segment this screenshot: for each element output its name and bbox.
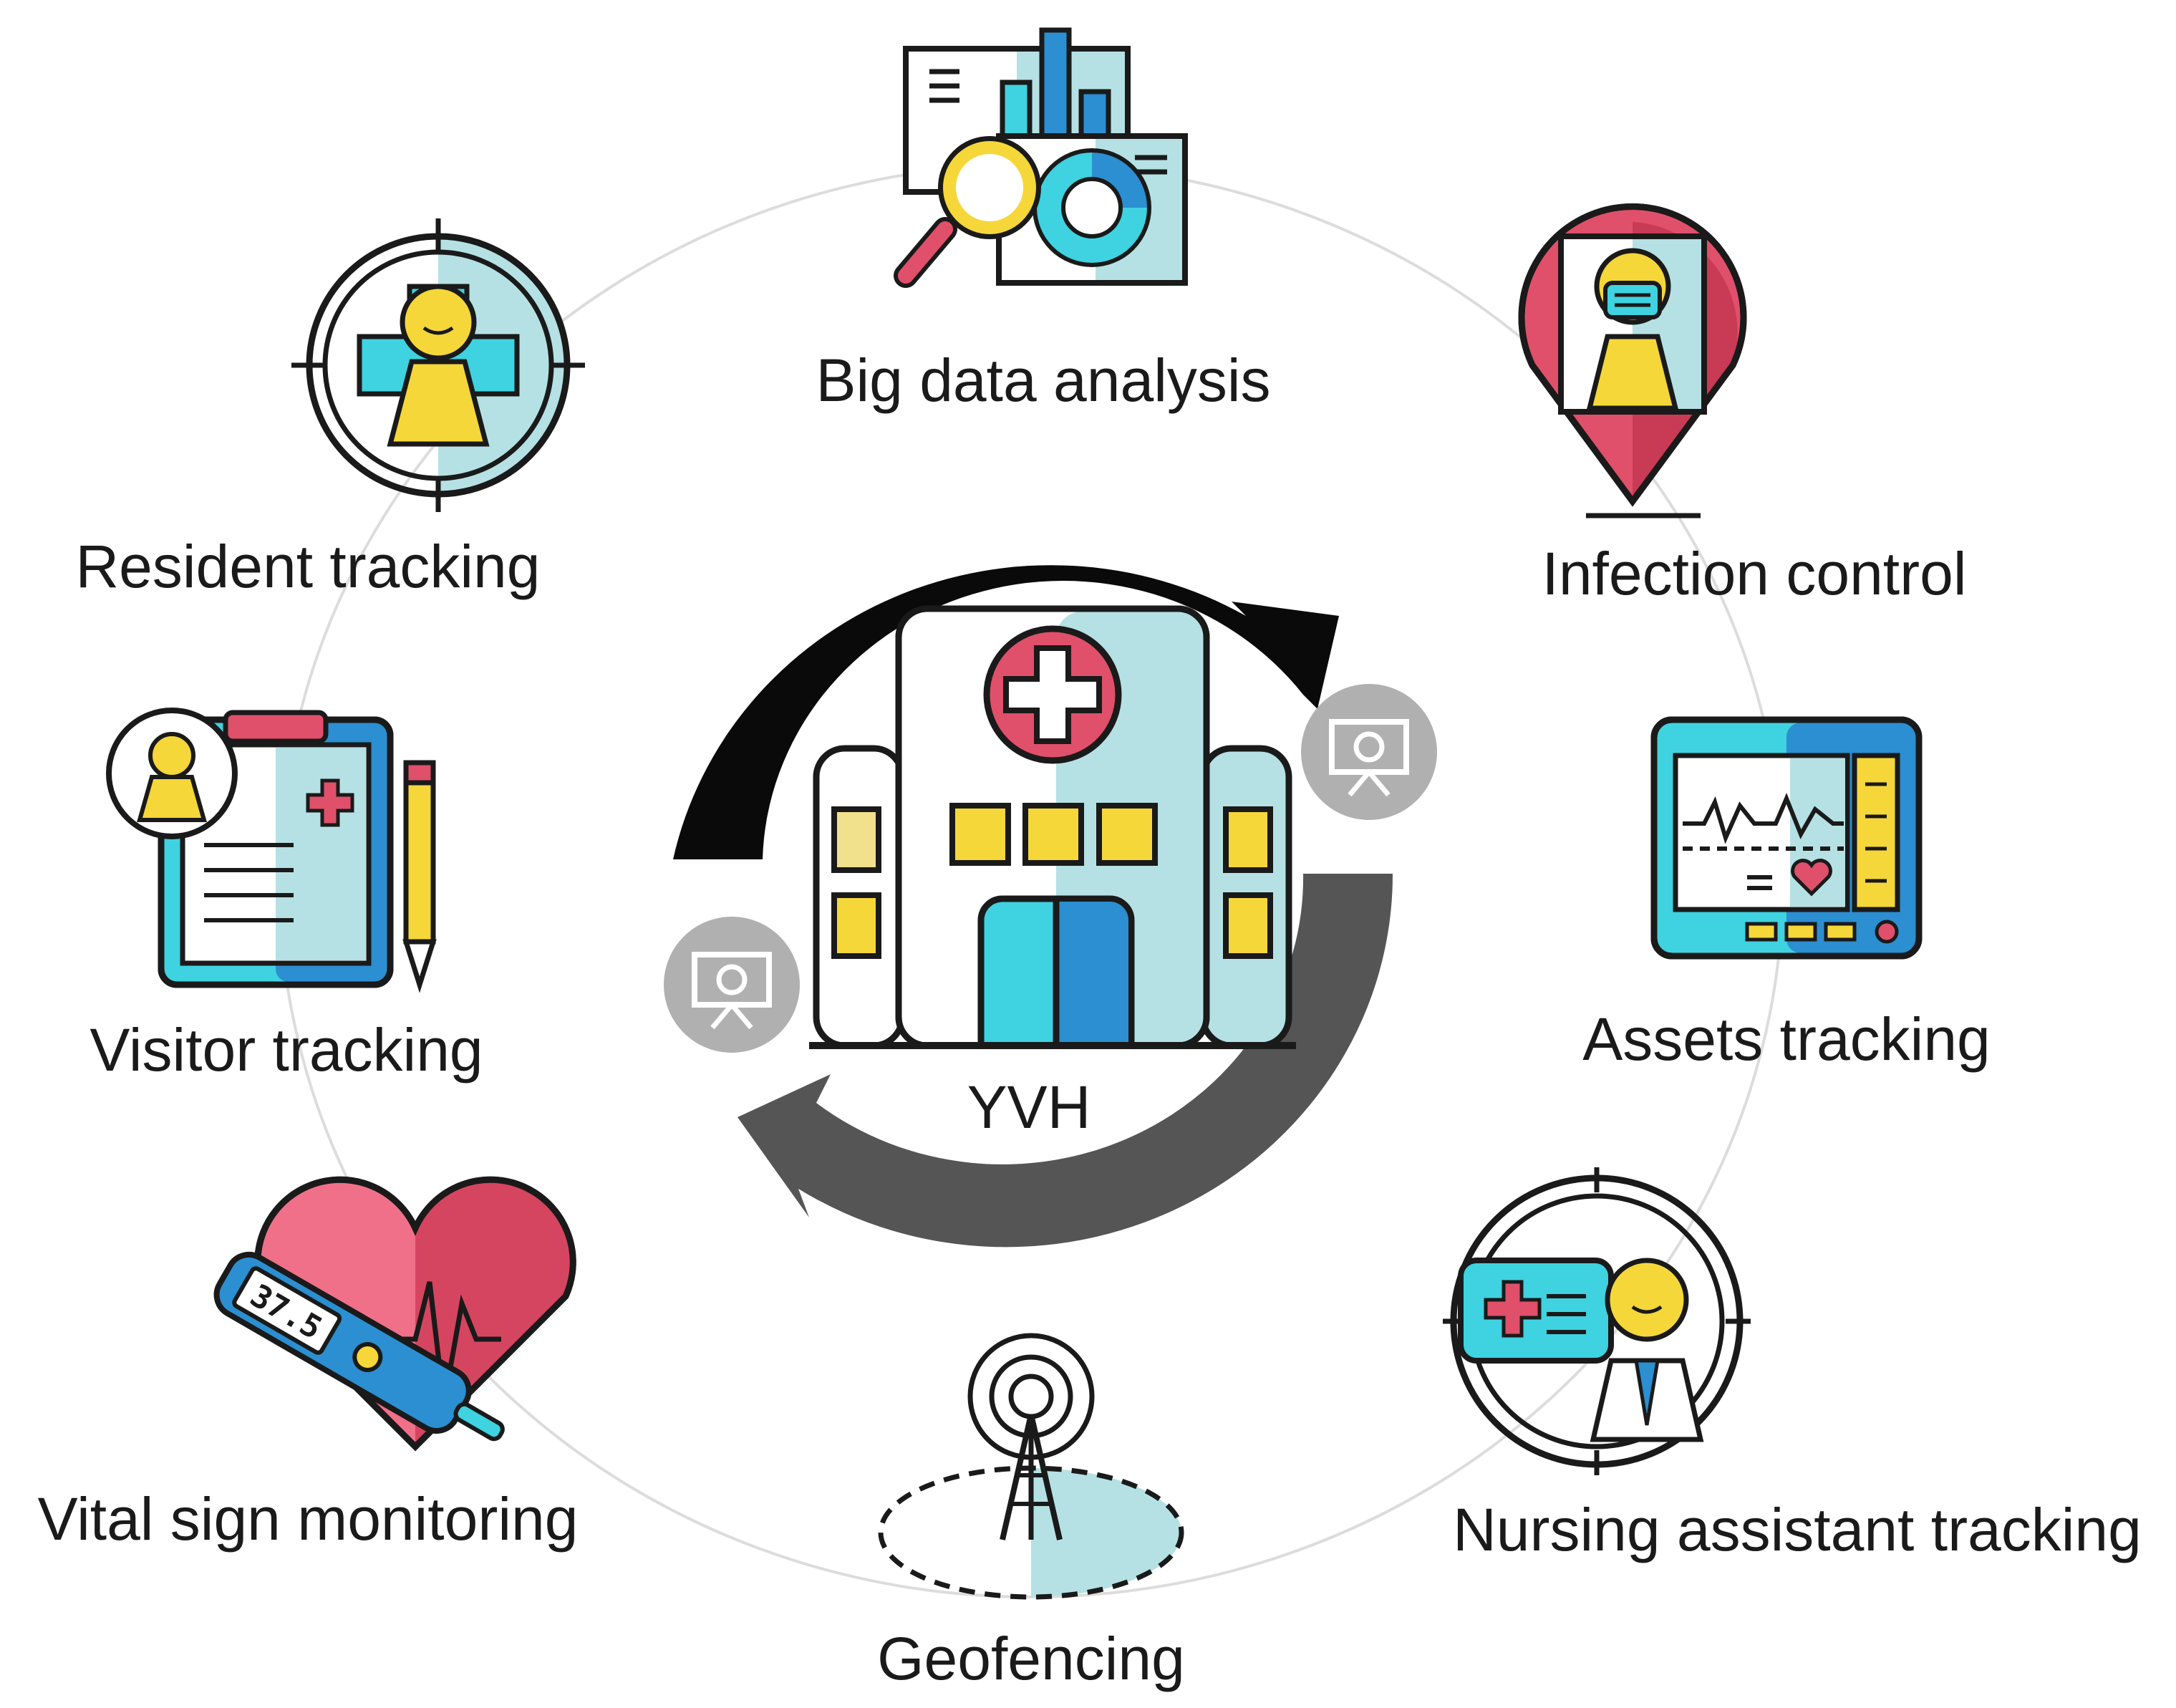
cycle-arrows	[664, 565, 1437, 1248]
heart-thermometer-icon: 37.5	[213, 1176, 576, 1452]
presentation-badge-right	[1301, 684, 1437, 820]
geofencing-label: Geofencing	[877, 1625, 1185, 1692]
gray-cycle-arrow	[738, 874, 1393, 1248]
nurse-target-icon	[1443, 1167, 1751, 1475]
data-analysis-icon	[894, 27, 1188, 288]
infection-label: Infection control	[1542, 540, 1966, 607]
presentation-badge-left	[664, 917, 800, 1053]
center-label: YVH	[967, 1073, 1091, 1141]
assets-label: Assets tracking	[1582, 1005, 1991, 1073]
resident-label: Resident tracking	[76, 533, 541, 600]
monitor-icon	[1650, 716, 1923, 960]
visitor-label: Visitor tracking	[90, 1016, 483, 1084]
black-cycle-arrow	[673, 565, 1339, 859]
big-data-label: Big data analysis	[816, 347, 1270, 414]
vital-label: Vital sign monitoring	[38, 1485, 579, 1553]
antenna-tower-icon	[878, 1333, 1184, 1600]
nursing-label: Nursing assistant tracking	[1453, 1496, 2142, 1563]
resident-target-icon	[291, 218, 585, 512]
clipboard-icon	[106, 708, 437, 993]
hospital-icon	[809, 605, 1296, 1049]
masked-person-pin-icon	[1518, 203, 1747, 518]
